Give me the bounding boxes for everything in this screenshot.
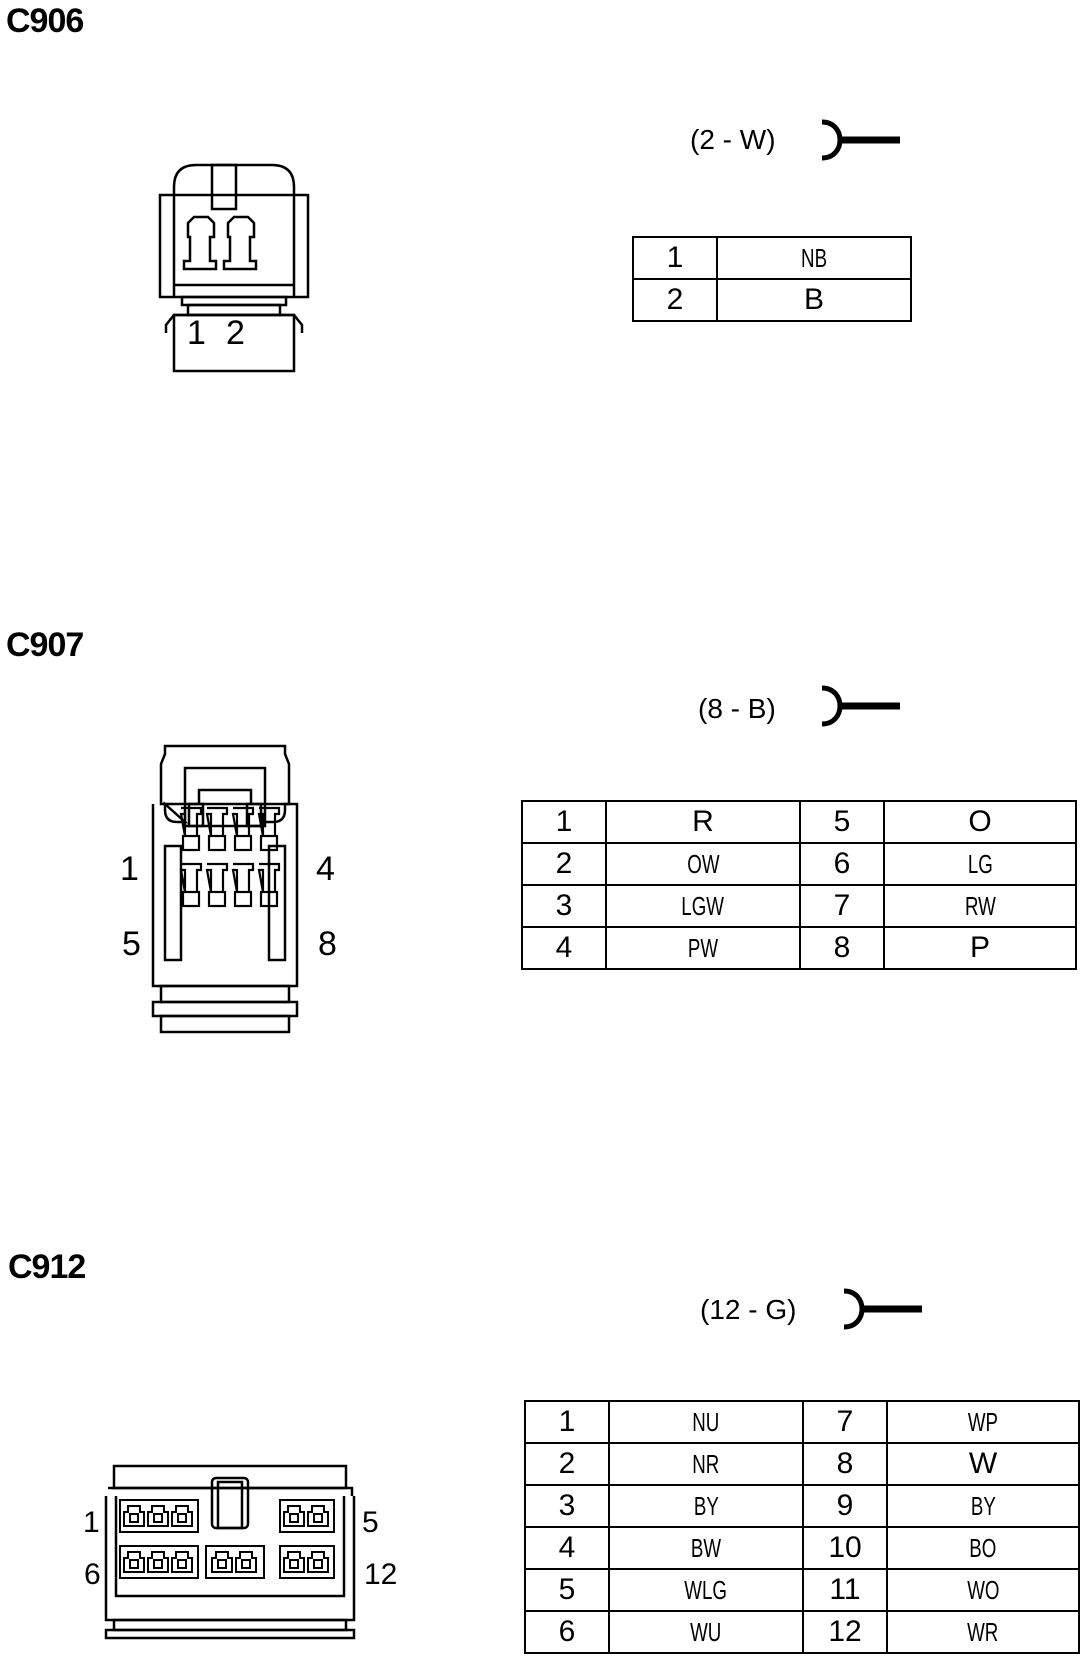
wire-color: P	[883, 926, 1077, 970]
wire-color: WR	[886, 1610, 1080, 1654]
pin-number: 2	[632, 278, 718, 322]
wire-color: WP	[886, 1400, 1080, 1444]
face-label-c912-1: 1	[83, 1506, 100, 1539]
connector-symbol-icon	[820, 118, 910, 167]
table-row: 2 B	[632, 278, 912, 322]
pin-number: 8	[799, 926, 885, 970]
pin-number: 7	[799, 884, 885, 928]
wire-color: W	[886, 1442, 1080, 1486]
pin-number: 2	[524, 1442, 610, 1486]
pin-number: 3	[521, 884, 607, 928]
wire-color: BW	[608, 1526, 804, 1570]
pin-number: 9	[802, 1484, 888, 1528]
wire-color: B	[716, 278, 912, 322]
pin-number: 3	[524, 1484, 610, 1528]
wire-color: WLG	[608, 1568, 804, 1612]
table-row: 1 NB	[632, 236, 912, 280]
connector-title-c906: C906	[6, 2, 84, 40]
connector-title-c907: C907	[6, 626, 84, 664]
connector-symbol-icon	[820, 684, 910, 733]
wire-color: NR	[608, 1442, 804, 1486]
face-label-c906-1: 1	[187, 314, 206, 352]
wire-color: NB	[716, 236, 912, 280]
wire-color: NU	[608, 1400, 804, 1444]
wire-color: BY	[886, 1484, 1080, 1528]
wire-color: LG	[883, 842, 1077, 886]
face-label-c907-8: 8	[318, 925, 337, 963]
pin-number: 6	[524, 1610, 610, 1654]
connector-spec-c906: (2 - W)	[690, 124, 776, 155]
wire-color: BO	[886, 1526, 1080, 1570]
connector-symbol-icon	[842, 1287, 932, 1336]
wire-color: OW	[605, 842, 801, 886]
connector-face-c906-icon	[158, 163, 320, 377]
wire-color: O	[883, 800, 1077, 844]
pin-number: 1	[524, 1400, 610, 1444]
pin-number: 8	[802, 1442, 888, 1486]
connector-title-c912: C912	[8, 1248, 86, 1286]
wire-color: PW	[605, 926, 801, 970]
connector-face-c907-icon	[145, 744, 305, 1034]
face-label-c907-4: 4	[316, 850, 335, 888]
pin-number: 12	[802, 1610, 888, 1654]
face-label-c907-1: 1	[120, 850, 139, 888]
pin-number: 11	[802, 1568, 888, 1612]
pin-number: 4	[524, 1526, 610, 1570]
wire-color: WU	[608, 1610, 804, 1654]
pin-number: 1	[632, 236, 718, 280]
wire-color: BY	[608, 1484, 804, 1528]
pin-table-c906: 1 NB 2 B	[632, 236, 912, 322]
wire-color: WO	[886, 1568, 1080, 1612]
pin-number: 5	[799, 800, 885, 844]
pin-number: 6	[799, 842, 885, 886]
face-label-c907-5: 5	[122, 925, 141, 963]
wire-color: R	[605, 800, 801, 844]
connector-face-c912-icon	[102, 1460, 358, 1640]
face-label-c912-5: 5	[362, 1506, 379, 1539]
face-label-c912-12: 12	[364, 1558, 398, 1591]
pin-number: 2	[521, 842, 607, 886]
wire-color: LGW	[605, 884, 801, 928]
face-label-c906-2: 2	[226, 314, 245, 352]
pin-number: 10	[802, 1526, 888, 1570]
wire-color: RW	[883, 884, 1077, 928]
connector-spec-c907: (8 - B)	[698, 693, 776, 724]
pin-number: 1	[521, 800, 607, 844]
connector-spec-c912: (12 - G)	[700, 1294, 797, 1325]
pin-number: 5	[524, 1568, 610, 1612]
pin-number: 4	[521, 926, 607, 970]
pin-number: 7	[802, 1400, 888, 1444]
face-label-c912-6: 6	[84, 1558, 101, 1591]
